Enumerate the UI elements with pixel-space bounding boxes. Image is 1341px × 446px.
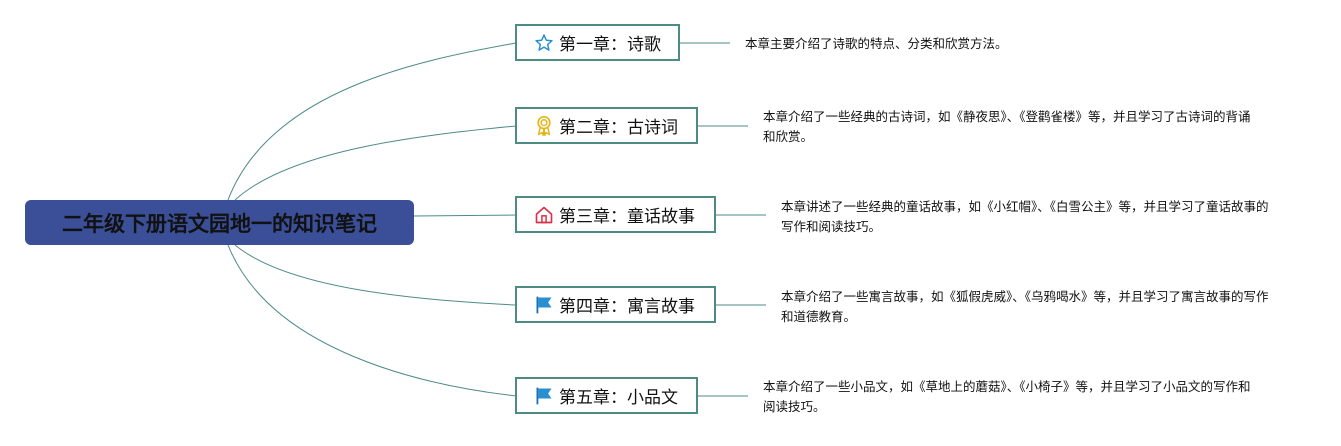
chapter-node-2[interactable]: 第二章：古诗词 [515, 107, 698, 144]
chapter-description-2: 本章介绍了一些经典的古诗词，如《静夜思》、《登鹳雀楼》等，并且学习了古诗词的背诵… [763, 109, 1251, 144]
chapter-node-3[interactable]: 第三章：童话故事 [515, 196, 716, 233]
chapter-label-2: 第二章：古诗词 [559, 118, 678, 138]
chapter-node-1[interactable]: 第一章：诗歌 [515, 24, 680, 61]
connector-root-chapter-1 [227, 42, 517, 201]
chapter-label-1: 第一章：诗歌 [559, 35, 661, 55]
chapter-label-3: 第三章：童话故事 [559, 207, 695, 227]
chapter-description-3: 本章讲述了一些经典的童话故事，如《小红帽》、《白雪公主》等，并且学习了童话故事的… [781, 199, 1269, 234]
chapter-label-5: 第五章：小品文 [559, 388, 678, 408]
connector-root-chapter-2 [234, 125, 517, 201]
chapter-description-1: 本章主要介绍了诗歌的特点、分类和欣赏方法。 [745, 36, 1008, 51]
chapter-node-5[interactable]: 第五章：小品文 [515, 377, 698, 414]
chapter-description-5: 本章介绍了一些小品文，如《草地上的蘑菇》、《小椅子》等，并且学习了小品文的写作和… [763, 379, 1251, 414]
connector-root-chapter-4 [234, 244, 517, 306]
root-topic[interactable]: 二年级下册语文园地一的知识笔记 [25, 200, 414, 245]
connector-root-chapter-3 [413, 214, 517, 217]
flag-icon [533, 294, 555, 316]
flag-icon [533, 385, 555, 407]
chapter-node-4[interactable]: 第四章：寓言故事 [515, 286, 716, 323]
connector-root-chapter-5 [227, 244, 517, 397]
award-ribbon-icon [533, 115, 555, 137]
chapter-label-4: 第四章：寓言故事 [559, 297, 695, 317]
home-icon [533, 204, 555, 226]
root-topic-label: 二年级下册语文园地一的知识笔记 [62, 211, 377, 236]
chapter-description-4: 本章介绍了一些寓言故事，如《狐假虎威》、《乌鸦喝水》等，并且学习了寓言故事的写作… [781, 289, 1269, 324]
star-icon [533, 32, 555, 54]
